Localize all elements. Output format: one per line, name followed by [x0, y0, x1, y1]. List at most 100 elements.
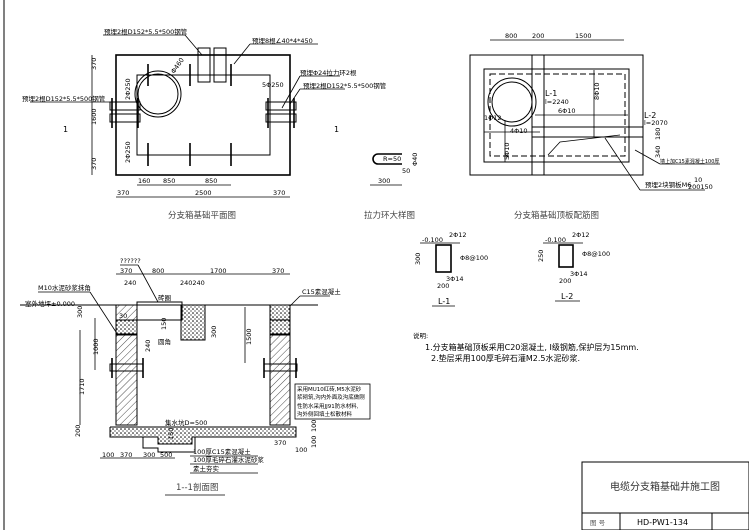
section-title: 1--1剖面图 [176, 482, 218, 493]
plan-dims-d1600-text: 1600 [90, 108, 98, 125]
beams-0-stirrup-text: Φ8@100 [460, 254, 488, 262]
section-1-1: ?????? M10水泥砂浆抹角 室外地坪±0.000 砖圈 圆角 C15素混凝… [20, 257, 371, 496]
plan-dims-d370a-text: 370 [90, 58, 98, 70]
beams-1-top-text: 2Φ12 [572, 231, 590, 239]
beams-1-elev-text: -0.100 [545, 236, 566, 244]
layer-notes: 100厚C15素混凝土 100厚毛碎石灌水泥砂浆 素土夯实 [190, 447, 264, 474]
plan-dims-d370b-text: 370 [90, 158, 98, 170]
section-dims-d240a-text: 240 [124, 279, 136, 287]
section-dims-d370c-text: 370 [120, 451, 132, 459]
section-labels-layers-2-text: 素土夯实 [193, 464, 220, 473]
right-wall [269, 334, 291, 426]
slab-plan: 800 200 1500 L-1 l=2240 6Φ10 8Φ10 1Φ12 4… [469, 32, 720, 221]
label-ring: 预埋Φ24拉力环2根 [300, 68, 357, 77]
section-mark-right: 1 [334, 125, 339, 134]
section-labels-layers-0-text: 100厚C15素混凝土 [193, 447, 251, 456]
ring_detail-d300-text: 300 [378, 177, 390, 185]
section-dims-d100b-text: 100 [295, 446, 307, 454]
section-dimensions: 370 800 1700 370 240 240240 300 1000 171… [74, 267, 318, 459]
angle-irons [147, 64, 232, 166]
ring_detail-d50-text: 50 [402, 167, 410, 175]
plan-dims-d370c-text: 370 [117, 189, 129, 197]
section-dims-d240b-text: 240240 [180, 279, 205, 287]
plan-dims-d370d-text: 370 [273, 189, 285, 197]
section-labels-sump-text: 集水坑D=500 [165, 418, 207, 427]
label-rebar: 5Φ250 [262, 81, 284, 89]
beams-1-w-text: 200 [559, 277, 571, 285]
slab-labels-r4-text: 4Φ10 [510, 127, 528, 135]
beams-1-h-text: 250 [537, 250, 545, 262]
slab-labels-l1-text: L-1 [545, 89, 557, 98]
section-dims-d1000-text: 1000 [92, 338, 100, 355]
embedded-pipes-top [197, 47, 227, 83]
plan-dims-d2x250-text: 2Φ250 [124, 78, 132, 100]
slab-labels-r180-text: 180 [654, 128, 662, 140]
section-dims-d100d-text: 100 [310, 436, 318, 448]
beams-0-top-text: 2Φ12 [449, 231, 467, 239]
notes-heading-text: 说明: [413, 331, 428, 340]
section-dims-d100c-text: 100 [310, 420, 318, 432]
embedded-pipes-left [109, 98, 141, 128]
section-labels-lid-text: ?????? [120, 257, 141, 265]
section-dims-d30-text: 30 [119, 312, 127, 320]
plan-view: 预埋2根D152*5.5*500钢管 预埋2根D152*5.5*500钢管 预埋… [22, 27, 387, 221]
label-pipe-right: 预埋2根D152*5.5*500钢管 [303, 81, 387, 90]
section-mark-left: 1 [63, 125, 68, 134]
slab-dims-d800-text: 800 [505, 32, 517, 40]
slab-dims-d1500-text: 1500 [575, 32, 592, 40]
beam-section-l1: -0.100 2Φ12 Φ8@100 3Φ14 300 200 L-1 [414, 231, 488, 307]
slab-labels-r6-text: 6Φ10 [558, 107, 576, 115]
section-dims-d200-text: 200 [74, 425, 82, 437]
drawing-no: HD-PW1-134 [637, 518, 688, 527]
section-dims-d370b-text: 370 [272, 267, 284, 275]
section-dims-d1500-text: 1500 [245, 328, 253, 345]
beams-0-w-text: 200 [437, 282, 449, 290]
label-circle: Φ460 [169, 56, 186, 75]
slab-outer [469, 54, 644, 176]
plan-dims-d2500-text: 2500 [195, 189, 212, 197]
slab-labels-plate_frac_top-text: 10 [694, 176, 702, 184]
section-labels-ground-text: 室外地坪±0.000 [25, 299, 75, 308]
beam-l2-label: L-2 [561, 292, 573, 301]
beams-1-bot-text: 3Φ14 [570, 270, 588, 278]
slab-title: 分支箱基础顶板配筋图 [514, 210, 599, 221]
notes-items-0-text: 1.分支箱基础顶板采用C20混凝土, I级钢筋,保护层为15mm. [425, 342, 639, 352]
plan-inner-wall [136, 74, 271, 156]
slab-labels-l1_len-text: l=2240 [545, 98, 569, 106]
notes-items-1-text: 2.垫层采用100厚毛碎石灌M2.5水泥砂浆. [431, 353, 580, 363]
slab-labels-r8-text: 8Φ10 [593, 82, 601, 100]
plan-dims-d160-text: 160 [138, 177, 150, 185]
plan-title: 分支箱基础平面图 [168, 210, 236, 221]
section-dims-d150-text: 150 [160, 318, 168, 330]
section-labels-wall_note-3-text: 沟外侧回填土松散材料 [297, 410, 353, 418]
beams-0-elev-text: -0.100 [422, 236, 443, 244]
beams-1-stirrup-text: Φ8@100 [582, 250, 610, 258]
section-dims-d300-text: 300 [76, 306, 84, 318]
plan-dimensions: 370 2Φ250 1600 2Φ250 370 160 850 850 370… [90, 55, 290, 198]
beam-l1-label: L-1 [438, 297, 450, 306]
title-block: 电缆分支箱基础井施工图 图 号 HD-PW1-134 [581, 461, 749, 530]
section-labels-rim-text: 砖圈 [158, 293, 171, 302]
section-dims-d300c-text: 300 [143, 451, 155, 459]
slab-labels-plate_frac_bot-text: 200150 [688, 183, 713, 191]
section-dims-d100a-text: 100 [102, 451, 114, 459]
beam-section-l2: -0.100 2Φ12 Φ8@100 3Φ14 250 200 L-2 [537, 231, 610, 302]
section-labels-wall_note-2-text: 性防水采用JJ91防水材料, [297, 402, 359, 410]
left-wall [115, 334, 138, 426]
section-dims-d300b-text: 300 [210, 326, 218, 338]
manhole-rim [136, 301, 183, 321]
section-dims-d500-text: 500 [160, 451, 172, 459]
drawing-title: 电缆分支箱基础井施工图 [610, 480, 720, 493]
plan-outer-wall [115, 54, 291, 176]
plan-dims-d850b-text: 850 [205, 177, 217, 185]
beams-0-bot-text: 3Φ14 [446, 275, 464, 283]
embedded-pipes-right [265, 98, 297, 128]
section-labels-mortar-text: M10水泥砂浆抹角 [38, 283, 91, 292]
section-labels-wall_note-1-text: 浆砌筑,沟内外面及沟底做刚 [297, 393, 365, 401]
slab-labels-l2-text: L-2 [644, 111, 656, 120]
section-dims-d370a-text: 370 [120, 267, 132, 275]
ring-detail: R=50 50 Φ40 300 拉力环大样图 [364, 153, 419, 221]
ring-title: 拉力环大样图 [364, 210, 415, 221]
label-angle: 预埋8根∠40*4*450 [252, 36, 313, 45]
ring_detail-r-text: R=50 [383, 155, 401, 163]
